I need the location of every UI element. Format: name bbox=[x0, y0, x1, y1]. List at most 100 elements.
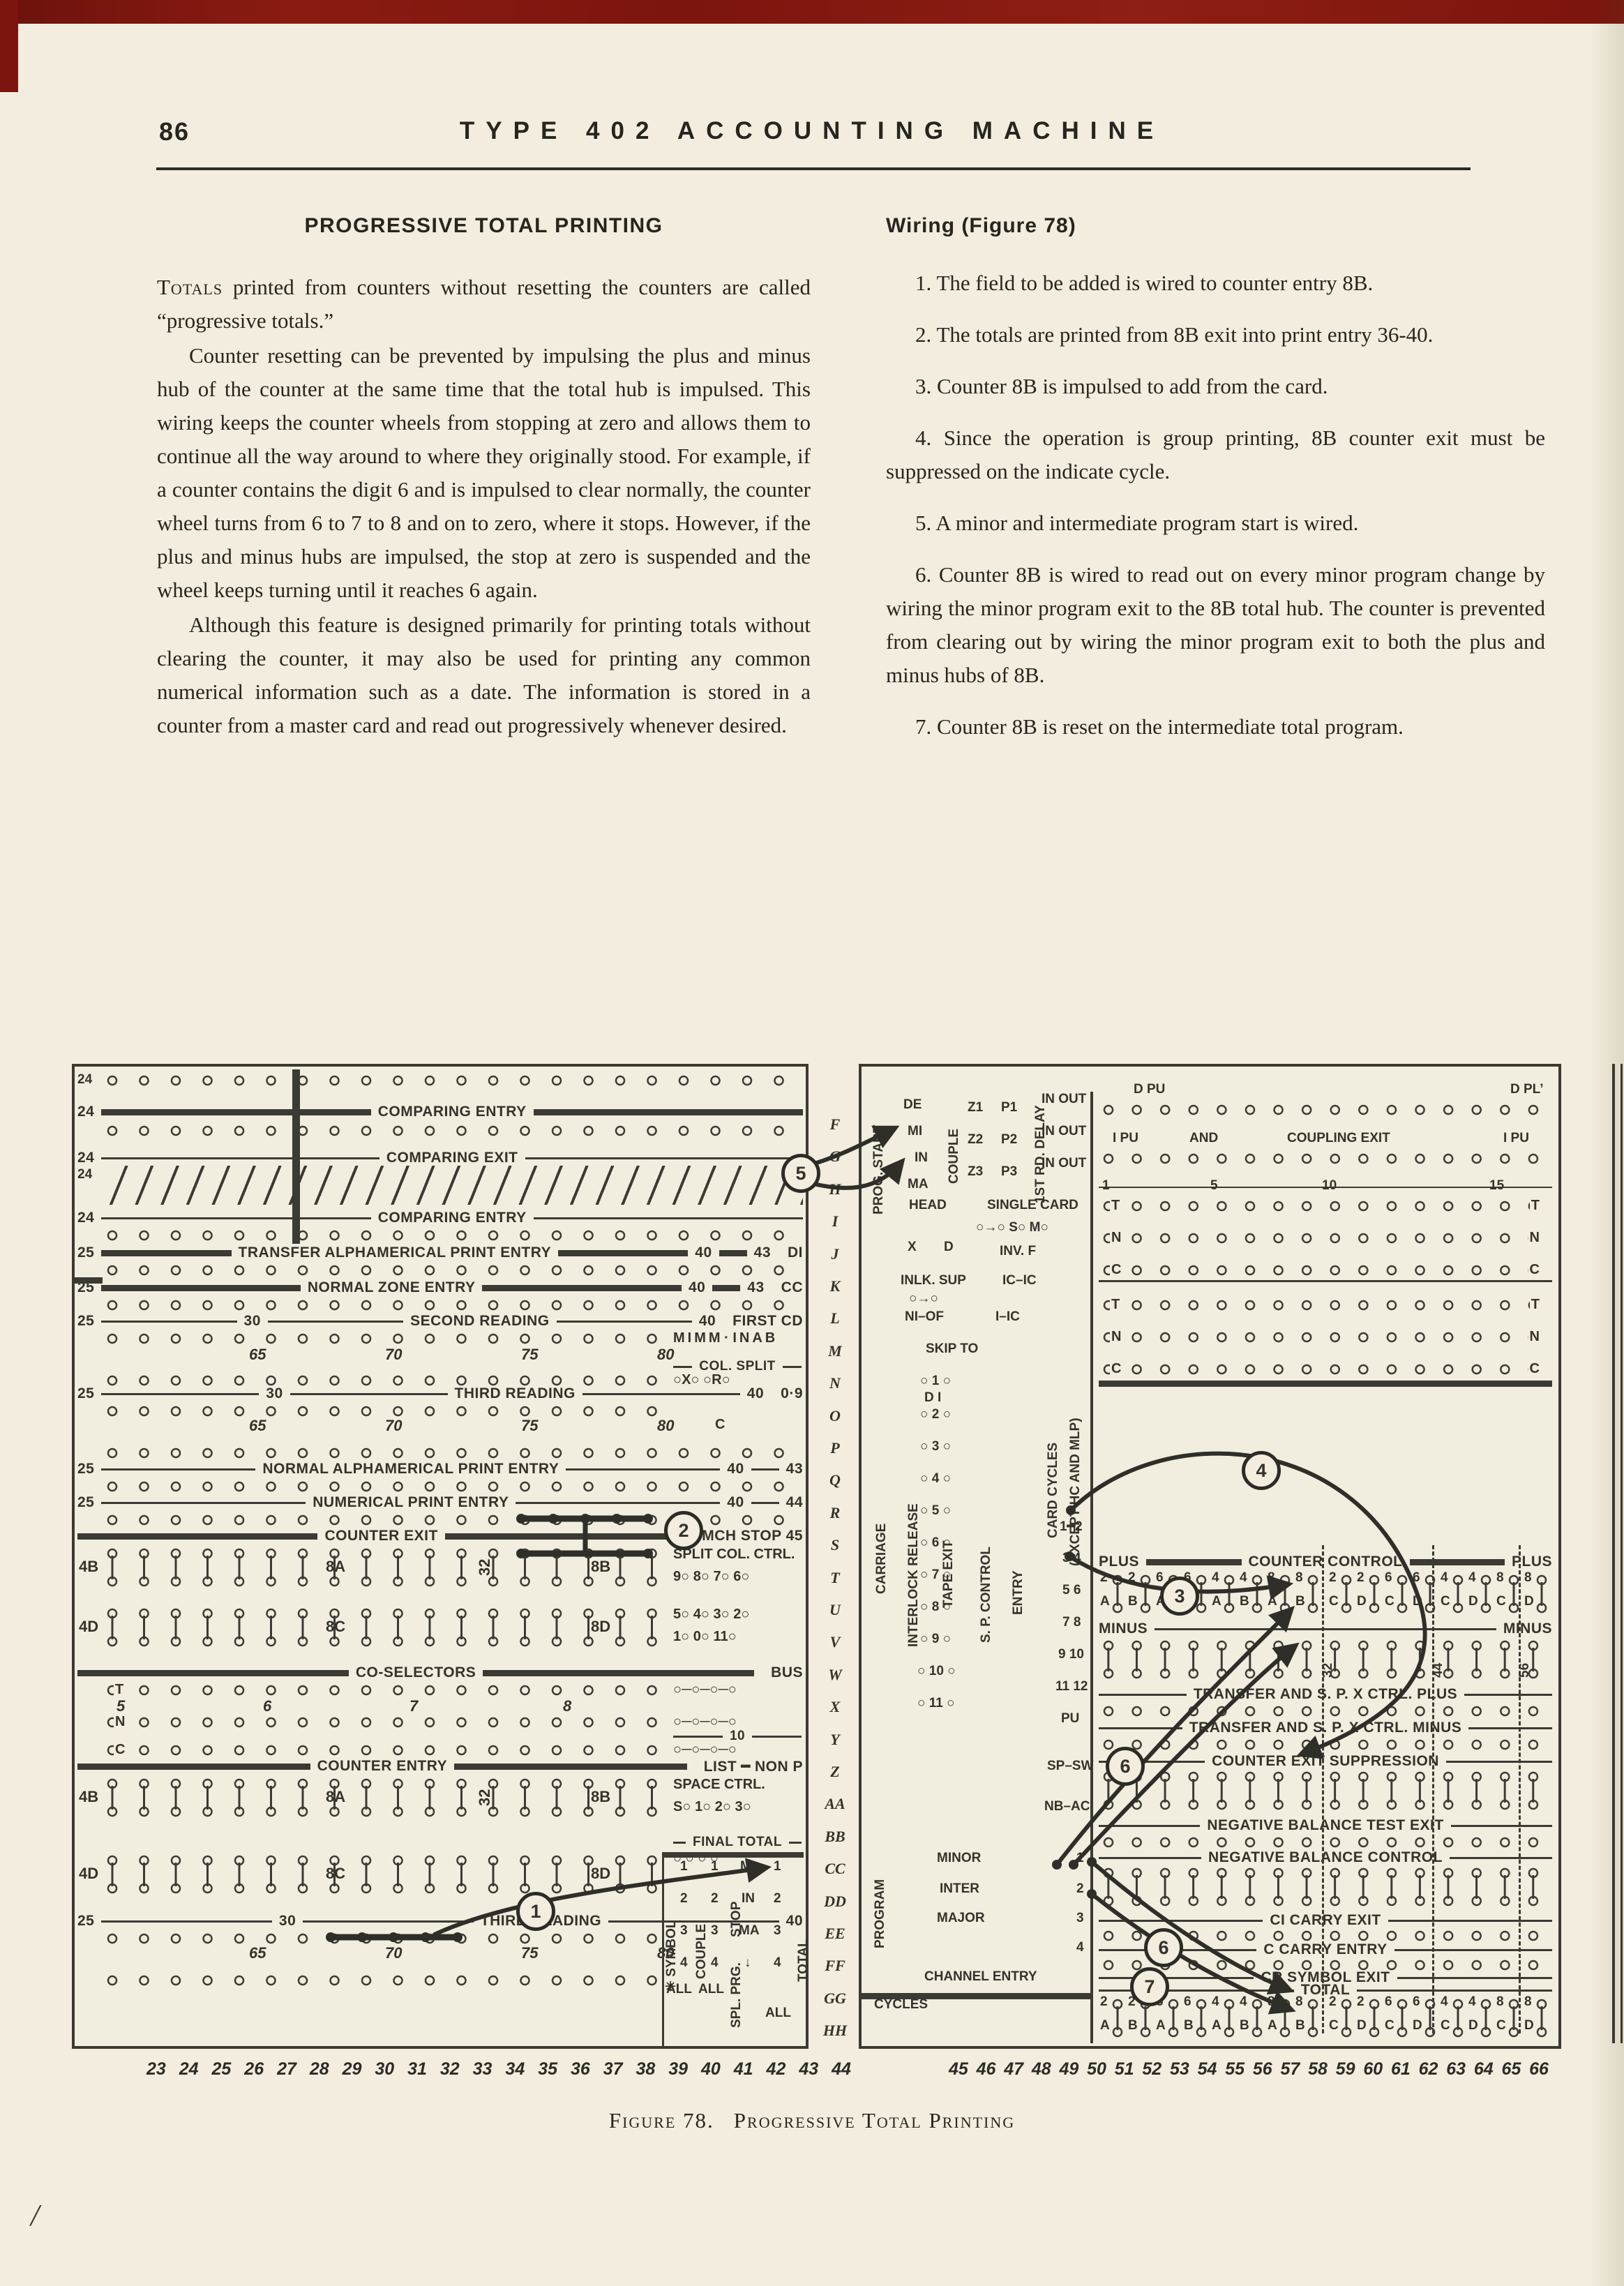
wiring-step: 6. Counter 8B is wired to read out on ev… bbox=[886, 562, 1545, 687]
diagram-label: 1 bbox=[680, 1859, 688, 1874]
column-number: 34 bbox=[505, 2059, 525, 2079]
diagram-label: 9 10 bbox=[1058, 1647, 1084, 1662]
selector-letter: C bbox=[1528, 1361, 1541, 1377]
diagram-label: Z1 bbox=[968, 1100, 984, 1115]
rule-label: SECOND READING bbox=[410, 1313, 550, 1329]
column-number-label: 80 bbox=[657, 1346, 675, 1363]
diagram-label: 56 bbox=[1517, 1662, 1532, 1678]
column-number: 58 bbox=[1308, 2059, 1328, 2079]
row-letter-I: I bbox=[832, 1212, 839, 1231]
counter-number: 6 bbox=[1385, 1994, 1392, 2009]
diagram-label: INV. F bbox=[1000, 1244, 1037, 1258]
rule-line bbox=[1409, 1558, 1505, 1565]
diagram-label: IC–IC bbox=[1002, 1273, 1037, 1288]
diagram-label: 4 bbox=[680, 1955, 688, 1970]
diagram-label: Z2 bbox=[968, 1132, 984, 1147]
divider bbox=[1099, 1280, 1552, 1282]
counter-letter: D bbox=[1413, 2018, 1422, 2033]
rule-line bbox=[751, 1468, 779, 1471]
counter-group-4D: 4D bbox=[79, 1865, 99, 1882]
hub-row bbox=[103, 1071, 803, 1090]
counter-number: 6 bbox=[1156, 1570, 1164, 1585]
counter-group-8A: 8A bbox=[326, 1788, 346, 1805]
rule-line bbox=[1155, 1627, 1496, 1630]
column-number: 29 bbox=[342, 2059, 362, 2079]
rule-line bbox=[1099, 1976, 1254, 1979]
rule-line bbox=[533, 1108, 804, 1115]
diagram-label: ○ 3 ○ bbox=[920, 1439, 952, 1454]
counter-group-4D: 4D bbox=[79, 1618, 99, 1635]
wiring-step-callout-6: 6 bbox=[1106, 1747, 1145, 1786]
diagram-label: 2 bbox=[711, 1891, 719, 1906]
counter-group-8D: 8D bbox=[591, 1865, 611, 1882]
bus-bar bbox=[75, 1277, 103, 1284]
row-letter-F: F bbox=[829, 1115, 841, 1133]
column-number: 44 bbox=[832, 2059, 851, 2079]
row-letter-X: X bbox=[829, 1698, 841, 1716]
counter-group-4B: 4B bbox=[79, 1788, 99, 1805]
row-letter-AA: AA bbox=[825, 1795, 845, 1813]
hub-row bbox=[1099, 1100, 1552, 1120]
side-hubs: ○─○─○─○ bbox=[673, 1714, 737, 1729]
column-number: 60 bbox=[1363, 2059, 1383, 2079]
counter-number: 8 bbox=[1295, 1994, 1303, 2009]
rule-line bbox=[1099, 1824, 1201, 1827]
counter-number: 2 bbox=[1329, 1994, 1337, 2009]
counter-jack-row bbox=[103, 1852, 672, 1897]
rule-line bbox=[101, 1157, 379, 1159]
diagram-label: 1 bbox=[774, 1859, 781, 1874]
rule-line bbox=[1099, 1856, 1202, 1859]
rule-side: BUS bbox=[771, 1664, 803, 1680]
column-number-label: 8 bbox=[563, 1697, 572, 1715]
column-number: 35 bbox=[538, 2059, 557, 2079]
rule-line bbox=[556, 1320, 692, 1323]
selector-letter: C bbox=[1528, 1262, 1541, 1278]
diagram-label: P1 bbox=[1001, 1100, 1018, 1115]
counter-letter: B bbox=[1295, 2018, 1305, 2033]
diagram-label: 3 bbox=[680, 1923, 688, 1938]
diagram-label: SP–SW bbox=[1047, 1759, 1094, 1773]
selector-letter: T bbox=[114, 1682, 126, 1698]
wiring-step: 1. The field to be added is wired to cou… bbox=[915, 271, 1374, 295]
hub-row bbox=[103, 1121, 803, 1141]
rule-line bbox=[101, 1108, 371, 1115]
rule-left: MINUS bbox=[1099, 1620, 1148, 1637]
row-letter-Z: Z bbox=[830, 1763, 840, 1780]
row-letter-H: H bbox=[829, 1180, 841, 1198]
paragraph-1: Totals printed from counters without res… bbox=[157, 271, 811, 338]
rule-label: COUNTER ENTRY bbox=[317, 1758, 448, 1774]
diagram-label: (EXCEPT HC AND MLP) bbox=[1068, 1418, 1083, 1566]
rule-line bbox=[558, 1249, 689, 1256]
counter-letter: A bbox=[1212, 1594, 1221, 1609]
column-number-label: 70 bbox=[385, 1346, 403, 1363]
panel-edge-line bbox=[1612, 1064, 1615, 2043]
counter-letter: C bbox=[1496, 1594, 1506, 1609]
rule-label: TRANSFER AND S. P. X CTRL. MINUS bbox=[1189, 1720, 1462, 1736]
diagram-label: SKIP TO bbox=[926, 1341, 979, 1356]
rule-line bbox=[516, 1501, 721, 1504]
rule-label: NUMERICAL PRINT ENTRY bbox=[313, 1494, 509, 1510]
hub-row bbox=[103, 1401, 672, 1421]
row-letter-EE: EE bbox=[825, 1925, 845, 1942]
counter-group-8C: 8C bbox=[326, 1865, 346, 1882]
diagram-label: IN OUT bbox=[1042, 1092, 1087, 1106]
rule-tail: 40 bbox=[727, 1461, 744, 1477]
side-hubs: 9○ 8○ 7○ 6○ bbox=[673, 1569, 750, 1584]
column-number-label: 75 bbox=[521, 1346, 539, 1363]
rule-side: FIRST CD bbox=[732, 1313, 803, 1329]
selector-letter: N bbox=[1110, 1329, 1123, 1345]
diagram-label: S. P. CONTROL bbox=[979, 1547, 993, 1643]
rule-lead: 25 bbox=[77, 1461, 95, 1477]
counter-letter: B bbox=[1240, 2018, 1249, 2033]
counter-letter: B bbox=[1128, 2018, 1138, 2033]
hub-row bbox=[1099, 1149, 1552, 1168]
column-number: 24 bbox=[179, 2059, 199, 2079]
